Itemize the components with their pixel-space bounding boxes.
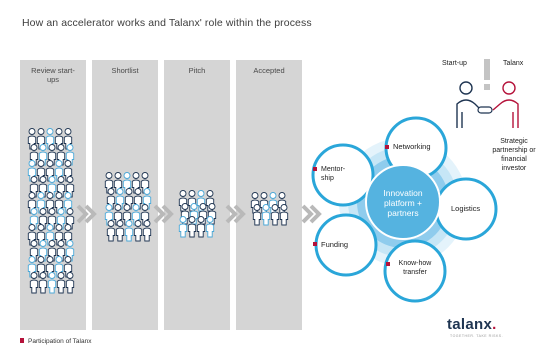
logo-dot: .: [492, 316, 497, 333]
person-icon: [56, 272, 66, 294]
person-icon: [261, 204, 271, 226]
chevron-right-icon: [225, 204, 246, 224]
partnership-icon: [456, 59, 519, 128]
person-icon: [196, 216, 206, 238]
hub-label: Innovation platform + partners: [383, 188, 423, 218]
logistics-label: Logistics: [451, 204, 481, 213]
talanx-label: Talanx: [503, 60, 524, 67]
partnership-description: Strategic partnership or financial inves…: [492, 138, 536, 172]
stage-label: Shortlist: [111, 66, 139, 75]
person-icon: [115, 220, 125, 242]
person-icon: [106, 220, 116, 242]
networking-label: Networking: [393, 142, 431, 151]
person-icon: [65, 272, 75, 294]
logo-tagline: TOGETHER. TAKE RISKS.: [450, 334, 504, 338]
satellite-circles: [311, 116, 498, 303]
crowd-review: [27, 128, 75, 294]
stage-label: Pitch: [188, 66, 206, 75]
knowhow-circle: [383, 239, 447, 303]
person-icon: [142, 220, 152, 242]
person-icon: [124, 220, 134, 242]
innovation-hub: [365, 164, 441, 240]
mentorship-label: Mentor-ship: [321, 166, 346, 182]
crowd-pitch: [178, 190, 217, 238]
mentorship-circle: [311, 143, 375, 207]
person-icon: [178, 216, 188, 238]
stage-shortlist: Shortlist: [92, 60, 158, 330]
funding-label: Funding: [321, 240, 349, 249]
person-icon: [133, 220, 143, 242]
person-icon: [187, 216, 197, 238]
person-icon: [252, 204, 262, 226]
stage-label: Accepted: [253, 66, 285, 75]
chevron-right-icon: [153, 204, 174, 224]
startup-label: Start-up: [442, 60, 467, 67]
person-icon: [29, 272, 39, 294]
legend-label: Participation of Talanx: [28, 338, 92, 345]
crowd-accepted: [250, 192, 289, 226]
chevron-right-icon: [301, 204, 322, 224]
person-icon: [38, 272, 48, 294]
talanx-logo: talanx.: [447, 316, 497, 333]
stage-label: Review start-ups: [31, 66, 75, 84]
person-icon: [47, 272, 57, 294]
stage-pitch: Pitch: [164, 60, 230, 330]
page-title: How an accelerator works and Talanx' rol…: [22, 17, 312, 29]
legend: Participation of Talanx: [20, 338, 91, 345]
person-icon: [205, 216, 215, 238]
legend-square: [20, 338, 24, 343]
person-icon: [270, 204, 280, 226]
stage-accepted: Accepted: [236, 60, 302, 330]
talanx-markers: [313, 145, 390, 266]
knowhow-label: Know-how transfer: [398, 260, 432, 276]
person-icon: [279, 204, 289, 226]
crowd-shortlist: [104, 172, 152, 242]
chevron-right-icon: [76, 204, 97, 224]
logo-text: talanx: [447, 316, 493, 333]
